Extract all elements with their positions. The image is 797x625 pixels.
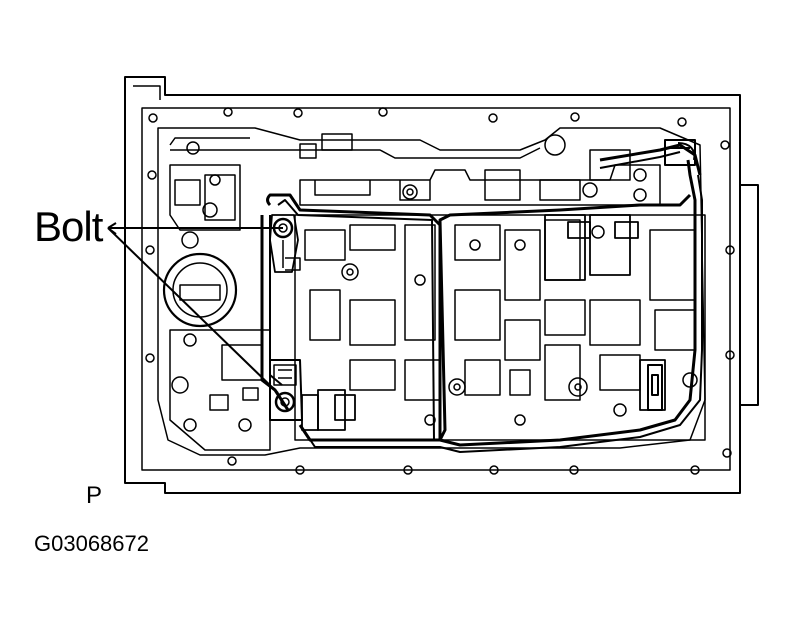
channel-line-1: [170, 147, 541, 159]
perimeter-bolt-holes: [145, 107, 735, 475]
upper-manifold: [299, 164, 661, 206]
harness-connectors: [647, 139, 696, 411]
bolt-callout-label: Bolt: [34, 203, 103, 250]
accumulator-ring-inner: [172, 262, 228, 318]
valve-bores: [304, 219, 696, 401]
bolt-leader-lines: [107, 222, 283, 394]
solenoid-valves: [301, 214, 666, 431]
case-rim: [133, 85, 161, 100]
solenoid-1: [544, 214, 586, 281]
solenoid-5: [301, 394, 319, 431]
solenoid-3: [639, 359, 666, 411]
left-upper-block: [169, 164, 241, 231]
solenoid-2: [589, 214, 631, 276]
position-marker-label: P: [86, 482, 103, 509]
channel-plate: [157, 127, 706, 456]
valve-body-bolts: [341, 182, 698, 426]
channel-box-2: [299, 143, 317, 159]
solenoid-4: [317, 389, 346, 431]
right-flange: [740, 184, 759, 406]
harness-bolt-lower: [269, 359, 303, 421]
transmission-case-outline: [124, 76, 741, 494]
figure-code: G03068672: [34, 531, 149, 556]
channel-line-2: [169, 137, 250, 146]
channel-box-top: [321, 133, 353, 151]
inner-case-outline: [141, 107, 731, 471]
accumulator-ring-outer: [162, 252, 238, 328]
left-lower-block: [169, 329, 271, 451]
